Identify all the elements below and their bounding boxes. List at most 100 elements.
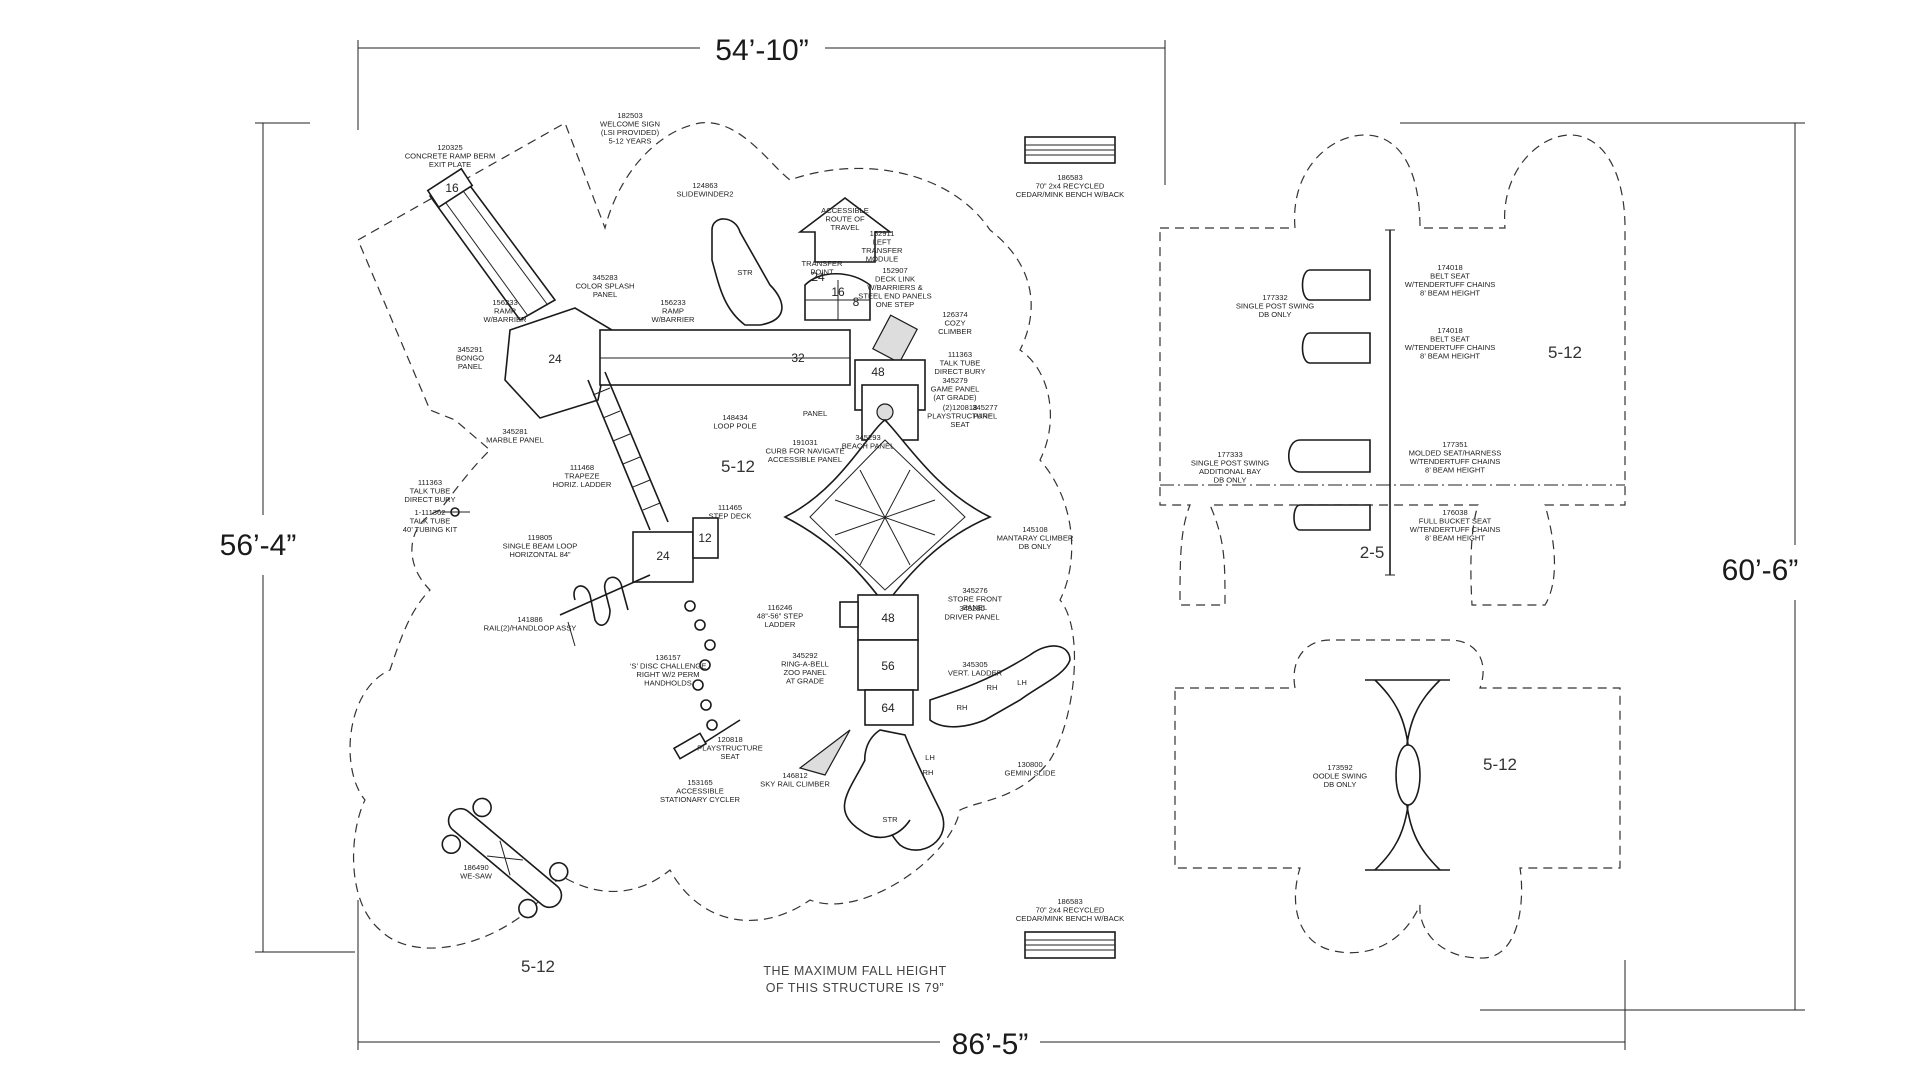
component-label-line: 153165 xyxy=(687,778,712,787)
age-zone-swing-upper: 5-12 xyxy=(1548,343,1582,362)
component-label-line: SLIDEWINDER2 xyxy=(677,190,734,199)
component-label-line: GEMINI SLIDE xyxy=(1004,769,1055,778)
component-label: PANEL xyxy=(803,409,827,418)
component-label-line: 186583 xyxy=(1057,173,1082,182)
step-ladder-48-56 xyxy=(839,601,859,628)
component-label-line: 186583 xyxy=(1057,897,1082,906)
component-label-line: RAMP xyxy=(494,307,516,316)
slide-mark-str-south: STR xyxy=(882,815,898,824)
fall-height-note-line-1: THE MAXIMUM FALL HEIGHT xyxy=(763,964,946,978)
deck-64 xyxy=(864,689,914,726)
component-label-line: 345280 xyxy=(959,604,984,613)
component-label-line: 345276 xyxy=(962,586,987,595)
component-label-line: DRIVER PANEL xyxy=(944,613,999,622)
deck-height-56: 56 xyxy=(881,659,895,673)
component-label-line: 177332 xyxy=(1262,293,1287,302)
component-label-line: 1-111362 xyxy=(415,508,446,517)
component-label-line: COZY xyxy=(944,319,965,328)
component-label-line: CEDAR/MINK BENCH W/BACK xyxy=(1016,190,1124,199)
dimension-lines xyxy=(255,40,1805,1050)
component-label-line: 111465 xyxy=(718,503,742,512)
component-label-line: OODLE SWING xyxy=(1313,772,1368,781)
component-label-line: EXIT PLATE xyxy=(429,160,471,169)
component-label-line: STEEL END PANELS xyxy=(858,292,931,301)
deck-height-24-west: 24 xyxy=(548,352,562,366)
component-label-line: TALK TUBE xyxy=(410,517,451,526)
component-label-line: LADDER xyxy=(765,620,796,629)
deck-height-16-ramp: 16 xyxy=(445,181,459,195)
component-label-line: BELT SEAT xyxy=(1430,335,1470,344)
component-label-line: 70” 2x4 RECYCLED xyxy=(1036,906,1105,915)
age-zone-southwest: 5-12 xyxy=(521,957,555,976)
component-label-line: CURB FOR NAVIGATE xyxy=(765,447,844,456)
component-label-line: SKY RAIL CLIMBER xyxy=(760,780,830,789)
component-label-line: PLAYSTRUCTURE xyxy=(927,412,993,421)
component-label-line: WE-SAW xyxy=(460,872,493,881)
main-structure-use-zone xyxy=(349,122,1076,949)
component-label-line: TRANSFER xyxy=(862,246,903,255)
component-label-line: W/BARRIER xyxy=(483,315,527,324)
component-label-line: 70” 2x4 RECYCLED xyxy=(1036,182,1105,191)
component-label-line: W/TENDERTUFF CHAINS xyxy=(1410,525,1501,534)
slide-mark-rh-1: RH xyxy=(987,683,998,692)
component-label-line: 345281 xyxy=(502,427,527,436)
component-label-line: 148434 xyxy=(722,413,747,422)
component-label-line: WELCOME SIGN xyxy=(600,120,660,129)
component-label-line: W/BARRIERS & xyxy=(867,283,922,292)
component-label-line: 40’ TUBING KIT xyxy=(403,525,458,534)
component-label-line: 345283 xyxy=(592,273,617,282)
swing-use-zone-east xyxy=(1159,134,1626,606)
deck-height-48-north: 48 xyxy=(871,365,885,379)
component-label-line: 177333 xyxy=(1217,450,1242,459)
slide-mark-lh-2: LH xyxy=(925,753,935,762)
deck-height-32: 32 xyxy=(791,351,805,365)
component-label-line: STEP DECK xyxy=(709,512,752,521)
component-label-line: TRANSFER xyxy=(802,259,843,268)
component-label-line: BONGO xyxy=(456,354,484,363)
component-label-line: HORIZONTAL 84” xyxy=(509,550,571,559)
component-label-line: POINT xyxy=(810,268,834,277)
dimension-left: 56’-4” xyxy=(220,529,297,562)
component-label-line: 111468 xyxy=(570,463,594,472)
deck-24-southwest xyxy=(632,531,694,583)
component-label-line: 345277 xyxy=(972,403,997,412)
component-label-line: ACCESSIBLE PANEL xyxy=(768,455,842,464)
component-label-line: 174018 xyxy=(1437,326,1462,335)
component-label-line: 145108 xyxy=(1022,525,1047,534)
component-label-line: HORIZ. LADDER xyxy=(553,480,612,489)
component-label-line: 8’ BEAM HEIGHT xyxy=(1425,466,1485,475)
component-label-line: (AT GRADE) xyxy=(933,393,977,402)
gemini-slide-east xyxy=(929,645,1071,728)
component-label-line: STORE FRONT xyxy=(948,595,1003,604)
component-label-line: TRAPEZE xyxy=(564,472,599,481)
playstructure-seat xyxy=(672,732,708,760)
component-label-line: PANEL xyxy=(963,603,987,612)
component-label-line: BEACH PANEL xyxy=(842,442,895,451)
slide-mark-rh-2: RH xyxy=(957,703,968,712)
component-label-line: COLOR SPLASH xyxy=(575,282,634,291)
deck-56 xyxy=(857,639,919,691)
slide-mark-str-north: STR xyxy=(737,268,753,277)
component-label-line: PANEL xyxy=(973,412,997,421)
dimension-right: 60’-6” xyxy=(1722,554,1799,587)
